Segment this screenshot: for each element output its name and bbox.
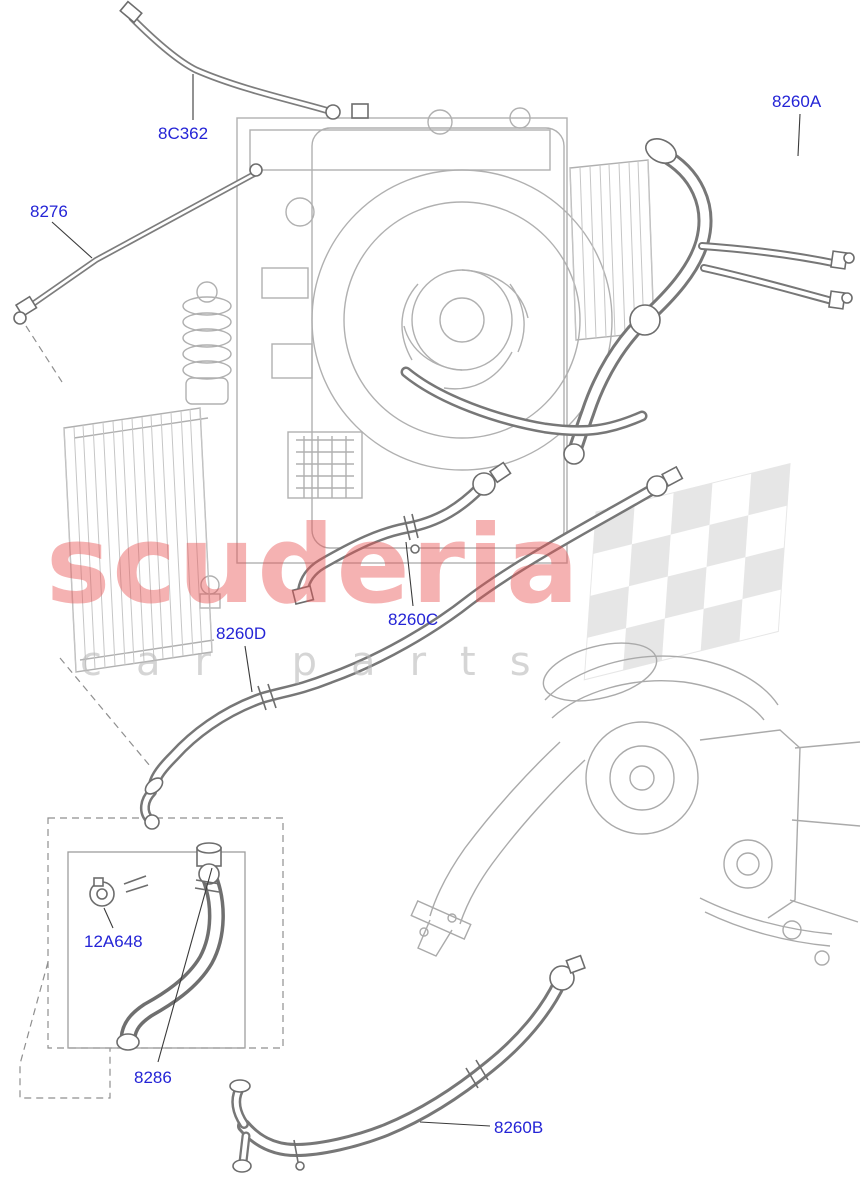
hose-connectors <box>13 0 855 1173</box>
part-label-8260A[interactable]: 8260A <box>772 92 822 111</box>
label-leader-lines <box>51 74 801 1127</box>
part-label-8C362[interactable]: 8C362 <box>158 124 209 143</box>
radiator-core-fins <box>63 159 655 673</box>
part-label-12A648[interactable]: 12A648 <box>84 932 143 951</box>
part-label-8260C[interactable]: 8260C <box>388 610 439 629</box>
radiator-fan-assembly <box>63 107 655 673</box>
part-label-8260D[interactable]: 8260D <box>216 624 267 643</box>
part-label-8286[interactable]: 8286 <box>134 1068 172 1087</box>
checkered-flag-watermark <box>583 462 791 681</box>
engine-assembly <box>410 642 861 966</box>
part-label-8260B[interactable]: 8260B <box>494 1118 544 1137</box>
part-label-8276[interactable]: 8276 <box>30 202 68 221</box>
detail-inset-box <box>67 851 246 1049</box>
coolant-hoses <box>27 14 842 1167</box>
